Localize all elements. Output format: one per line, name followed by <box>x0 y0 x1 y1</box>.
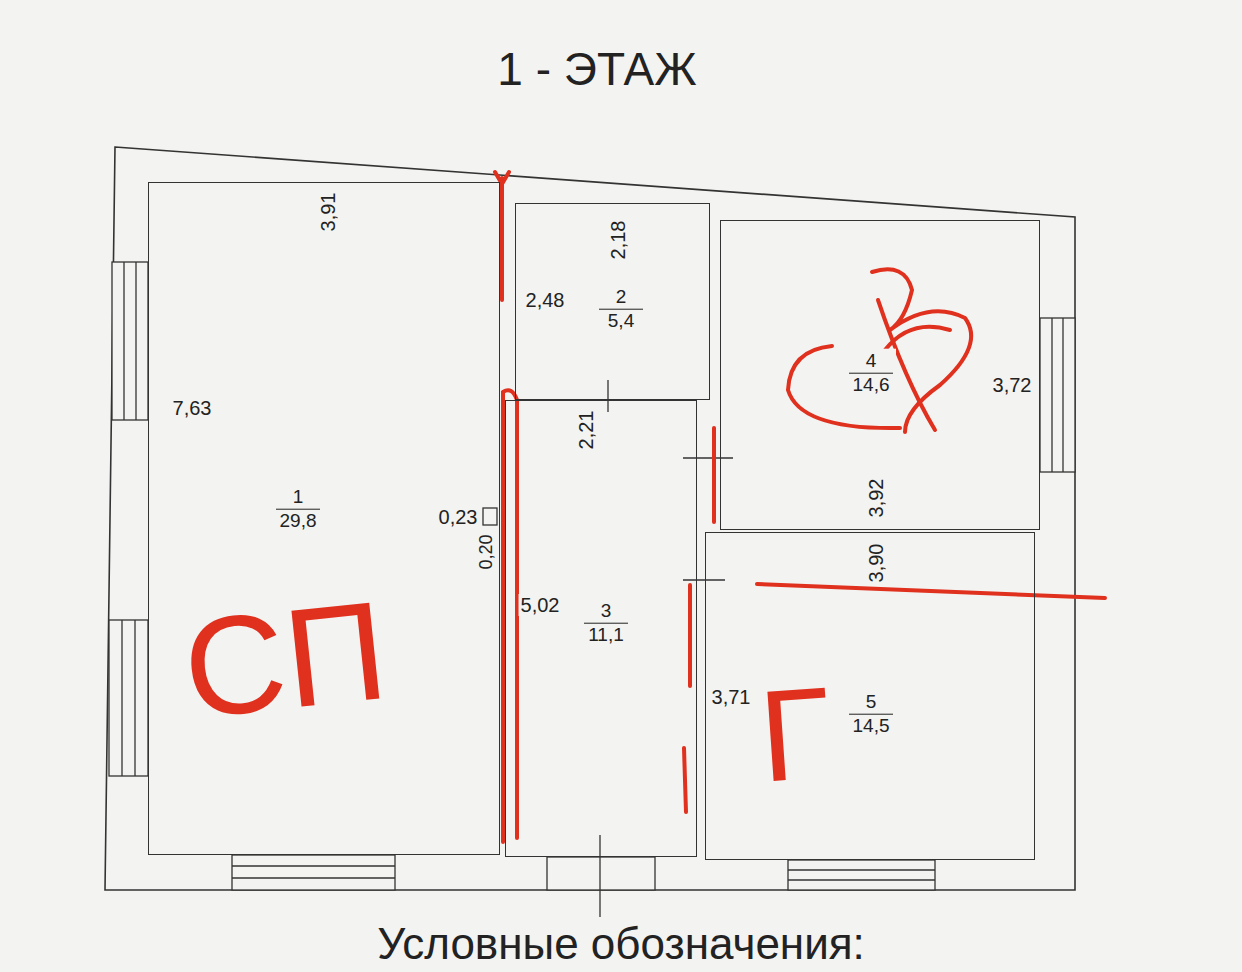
dimension-label: 3,71 <box>710 686 753 708</box>
dimension-label: 2,18 <box>607 219 629 262</box>
handwritten-note: Г <box>753 661 837 809</box>
dimension-label: 0,23 <box>437 506 480 528</box>
room-number: 5 <box>849 691 893 715</box>
room-number-area: 514,5 <box>846 690 896 739</box>
room-number-area: 25,4 <box>596 285 646 334</box>
dimension-label: 2,48 <box>524 289 567 311</box>
dimension-label: 3,92 <box>865 477 887 520</box>
dimension-label: 0,20 <box>477 532 497 571</box>
room-number-area: 311,1 <box>581 599 631 648</box>
room-area: 14,6 <box>849 374 893 397</box>
dimension-label: 5,02 <box>519 594 562 616</box>
dimension-label: 3,90 <box>865 542 887 585</box>
room-number: 2 <box>599 286 643 310</box>
outer-wall <box>105 147 1075 890</box>
dimension-label: 3,72 <box>991 374 1034 396</box>
room-outline: 311,1 <box>505 400 697 857</box>
room-number-area: 414,6 <box>846 349 896 398</box>
red-marker-strokes <box>495 172 1105 842</box>
room-number: 1 <box>276 486 320 510</box>
room-number: 3 <box>584 600 628 624</box>
room-area: 29,8 <box>276 510 320 533</box>
floor-title: 1 - ЭТАЖ <box>497 42 696 96</box>
windows <box>109 262 1075 890</box>
room-area: 5,4 <box>599 310 643 333</box>
handwritten-note: СП <box>175 573 396 748</box>
legend-heading: Условные обозначения: <box>375 920 867 968</box>
room-number-area: 129,8 <box>273 485 323 534</box>
dimension-label: 2,21 <box>575 409 597 452</box>
room-number: 4 <box>849 350 893 374</box>
dimension-label: 7,63 <box>171 397 214 419</box>
doors <box>483 380 733 917</box>
room-area: 14,5 <box>849 715 893 738</box>
dimension-label: 3,91 <box>317 191 339 234</box>
room-area: 11,1 <box>584 624 628 647</box>
